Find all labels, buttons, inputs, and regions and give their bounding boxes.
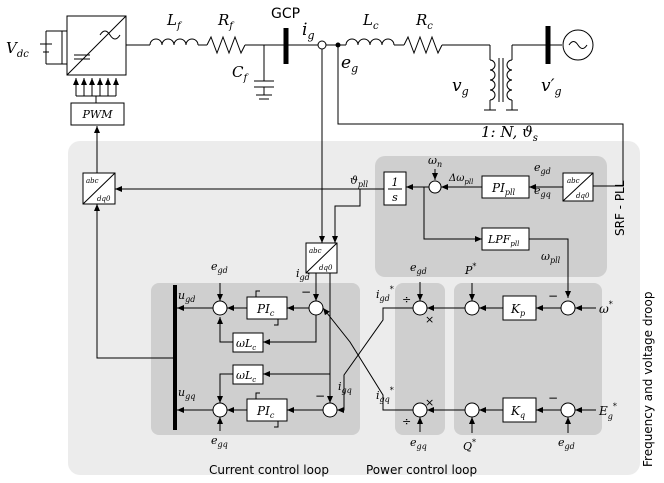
svg-text:abc: abc [309,247,322,255]
svg-text:dq0: dq0 [319,264,333,272]
svg-text:×: × [425,313,434,326]
svg-text:×: × [425,396,434,409]
p-sum-junction [464,300,480,316]
rc-label: Rc [415,11,433,32]
droop-panel [454,283,602,435]
theta-pll-label: ϑpll [350,174,369,189]
power-loop-label: Power control loop [366,463,477,477]
droop-egd-label: egd [558,436,575,451]
ig-label: ig [302,20,314,42]
svg-text:dq0: dq0 [97,195,111,203]
svg-text:abc: abc [86,177,99,185]
cl-egd-label: egd [211,260,228,275]
filter-resistor [206,35,246,55]
svg-text:ωLc: ωLc [236,369,256,384]
current-loop-label: Current control loop [209,463,329,477]
igq-ref-label: igq* [376,386,394,404]
p-ref-label: P* [464,262,476,277]
pl-egq-label: egq [410,436,427,451]
omega-error-junction [560,300,576,316]
ac-source-icon [568,41,588,49]
ratio-label: 1: N, ϑs [481,123,538,144]
svg-text:−: − [301,285,311,299]
svg-text:PIpll: PIpll [491,181,516,197]
svg-text:÷: ÷ [402,415,411,428]
svg-text:−: − [315,389,325,403]
pl-egd-label: egd [410,261,427,276]
pll-egq-label: egq [534,184,551,199]
measurement-transforms: abc dq0 abc dq0 [82,49,338,274]
srf-pll: abc dq0 egd egq PIpll Δωpll ωn 1 s LPFpl… [115,45,627,298]
power-circuit: Vdc PWM Lf Rf Cf [6,6,594,144]
svg-text:dq0: dq0 [576,192,590,200]
q-ref-label: Q* [463,438,476,453]
omega-n-label: ωn [428,154,442,169]
vg-label: vg [452,76,469,98]
igd-label: igd [296,267,310,282]
q-current-error [322,402,338,418]
lc-label: Lc [362,11,379,32]
svg-text:−: − [548,391,558,405]
sine-icon [99,30,121,40]
d-voltage-sum [212,300,228,316]
svg-text:−: − [548,289,558,303]
eg-label: eg [341,53,358,75]
droop-title: Frequency and voltage droop [641,292,655,467]
line-inductor [345,38,395,46]
d-current-error [308,300,324,316]
kq-block [502,397,537,423]
svg-text:Kp: Kp [510,302,525,318]
svg-text:Kq: Kq [510,404,525,420]
droop-control: P* Kp − ω* Q* Kq − Eg* egd Frequency and… [427,262,655,467]
igd-ref-label: igd* [376,285,394,303]
svg-text:1: 1 [392,176,399,189]
current-sensor [317,40,327,50]
svg-text:PIc: PIc [256,302,275,318]
igq-label: igq [338,380,352,395]
transformer-secondary [506,59,513,101]
pll-sum-junction [428,180,442,194]
svg-text:ωLc: ωLc [236,337,256,352]
svg-text:÷: ÷ [402,293,411,306]
ugd-label: ugd [178,289,195,304]
gcp-label: GCP [271,6,300,22]
pwm-block [70,102,125,126]
lf-label: Lf [166,11,183,32]
transformer-primary [489,59,496,101]
pll-egd-label: egd [534,161,551,176]
q-voltage-sum [212,402,228,418]
cf-label: Cf [232,63,249,84]
eg-ref-label: Eg* [598,402,617,421]
delta-omega-label: Δωpll [448,173,473,186]
omega-pll-label: ωpll [541,250,561,265]
filter-inductor [149,38,199,46]
ugq-label: ugq [178,386,195,401]
current-loop-panel [151,283,360,435]
pwm-label: PWM [82,108,114,121]
vdc-label: Vdc [6,39,29,60]
power-loop-panel [395,283,445,435]
svg-text:s: s [392,191,398,204]
svg-text:LPFpll: LPFpll [487,233,519,248]
q-sum-junction [464,402,480,418]
omega-ref-label: ω* [599,300,613,316]
line-resistor [403,35,443,55]
voltage-error-junction [560,402,576,418]
rf-label: Rf [217,11,235,32]
power-control-loop: egd ÷ × igd* egq ÷ × igq* Power control … [322,261,477,477]
vgp-label: v′g [541,76,562,98]
cl-egq-label: egq [211,434,228,449]
pll-title: SRF - PLL [613,180,627,236]
svg-text:abc: abc [567,177,580,185]
svg-text:PIc: PIc [256,404,275,420]
